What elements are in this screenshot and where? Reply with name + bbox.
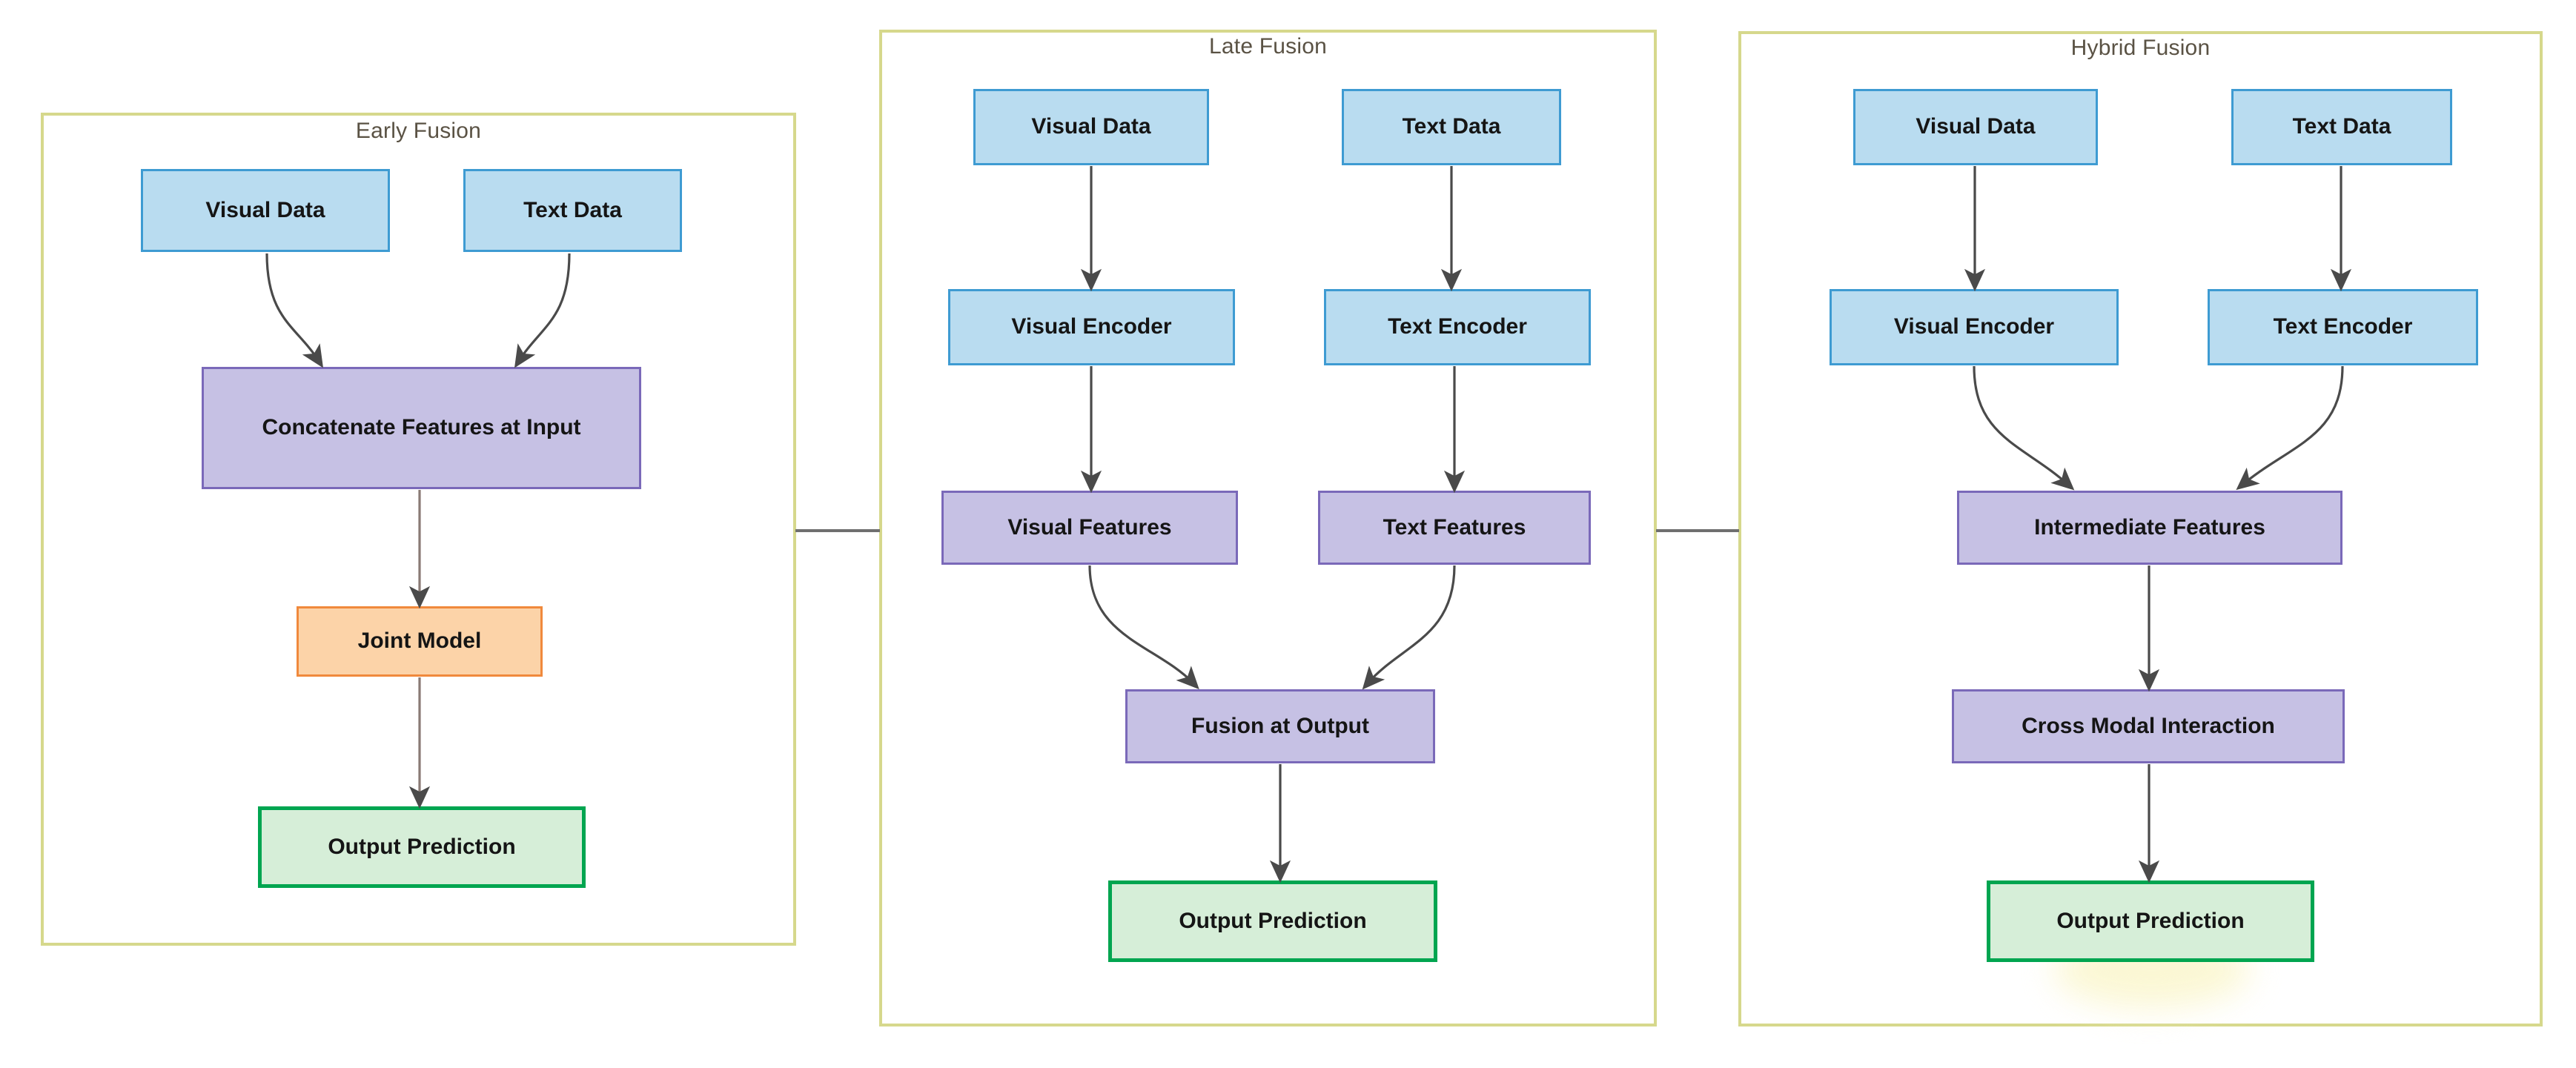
panel-late-fusion [879, 30, 1657, 1026]
node-lf-visual-encoder: Visual Encoder [948, 289, 1235, 365]
node-lf-text-features: Text Features [1318, 491, 1591, 565]
panel-title-early-fusion: Early Fusion [355, 119, 482, 143]
panel-title-late-fusion: Late Fusion [1209, 34, 1327, 59]
node-ef-visual-data: Visual Data [141, 169, 390, 252]
connector-early-to-late [795, 529, 880, 532]
node-hf-text-encoder: Text Encoder [2208, 289, 2478, 365]
panel-hybrid-fusion [1738, 31, 2543, 1026]
node-hf-intermediate-features: Intermediate Features [1957, 491, 2342, 565]
node-hf-output-prediction: Output Prediction [1987, 880, 2314, 962]
node-lf-text-encoder: Text Encoder [1324, 289, 1591, 365]
node-ef-concatenate-features: Concatenate Features at Input [202, 367, 641, 489]
panel-title-hybrid-fusion: Hybrid Fusion [2070, 36, 2211, 60]
node-hf-visual-encoder: Visual Encoder [1830, 289, 2119, 365]
node-hf-visual-data: Visual Data [1853, 89, 2098, 165]
node-lf-fusion-at-output: Fusion at Output [1125, 689, 1435, 763]
node-lf-output-prediction: Output Prediction [1108, 880, 1437, 962]
node-lf-visual-data: Visual Data [973, 89, 1209, 165]
node-ef-output-prediction: Output Prediction [258, 806, 586, 888]
node-lf-visual-features: Visual Features [941, 491, 1238, 565]
node-ef-joint-model: Joint Model [297, 606, 543, 677]
panel-early-fusion [41, 113, 796, 946]
node-lf-text-data: Text Data [1342, 89, 1561, 165]
node-ef-text-data: Text Data [463, 169, 682, 252]
connector-late-to-hybrid [1656, 529, 1739, 532]
node-hf-cross-modal-interaction: Cross Modal Interaction [1952, 689, 2345, 763]
node-hf-text-data: Text Data [2231, 89, 2452, 165]
